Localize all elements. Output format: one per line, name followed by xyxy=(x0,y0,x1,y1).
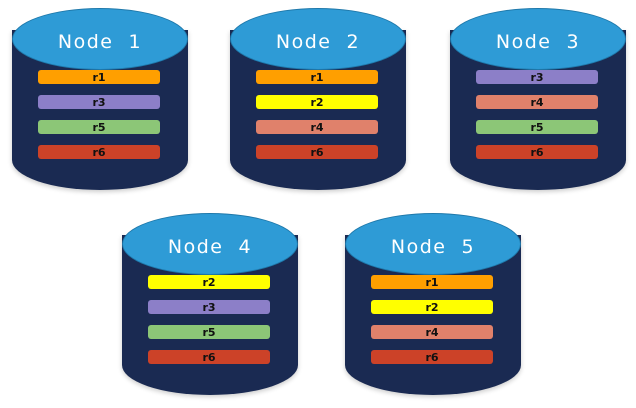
database-cylinder-icon xyxy=(12,8,188,70)
database-node-2[interactable]: Node 2 r1 r2 r4 r6 xyxy=(230,8,406,190)
node-label: Node 3 xyxy=(495,31,581,53)
node-label: Node 5 xyxy=(390,236,476,258)
replica-bar[interactable]: r6 xyxy=(38,145,160,159)
database-node-4[interactable]: Node 4 r2 r3 r5 r6 xyxy=(122,213,298,395)
replica-bar[interactable]: r6 xyxy=(476,145,598,159)
replica-bar[interactable]: r5 xyxy=(148,325,270,339)
replica-bar[interactable]: r3 xyxy=(148,300,270,314)
replica-stack: r3 r4 r5 r6 xyxy=(476,70,600,170)
node-label: Node 2 xyxy=(275,31,361,53)
replica-stack: r2 r3 r5 r6 xyxy=(148,275,272,375)
replica-bar[interactable]: r2 xyxy=(256,95,378,109)
node-label: Node 1 xyxy=(57,31,143,53)
replica-bar[interactable]: r4 xyxy=(371,325,493,339)
replica-bar[interactable]: r1 xyxy=(256,70,378,84)
replica-bar[interactable]: r2 xyxy=(148,275,270,289)
replica-bar[interactable]: r5 xyxy=(38,120,160,134)
replica-bar[interactable]: r4 xyxy=(476,95,598,109)
replica-bar[interactable]: r6 xyxy=(256,145,378,159)
database-cylinder-icon xyxy=(122,213,298,275)
replica-stack: r1 r3 r5 r6 xyxy=(38,70,162,170)
replica-stack: r1 r2 r4 r6 xyxy=(256,70,380,170)
replica-bar[interactable]: r3 xyxy=(38,95,160,109)
replica-bar[interactable]: r6 xyxy=(371,350,493,364)
replica-stack: r1 r2 r4 r6 xyxy=(371,275,495,375)
replica-bar[interactable]: r1 xyxy=(38,70,160,84)
replica-bar[interactable]: r1 xyxy=(371,275,493,289)
replica-bar[interactable]: r2 xyxy=(371,300,493,314)
replica-bar[interactable]: r4 xyxy=(256,120,378,134)
replica-bar[interactable]: r5 xyxy=(476,120,598,134)
database-node-1[interactable]: Node 1 r1 r3 r5 r6 xyxy=(12,8,188,190)
database-node-5[interactable]: Node 5 r1 r2 r4 r6 xyxy=(345,213,521,395)
database-cylinder-icon xyxy=(345,213,521,275)
replica-bar[interactable]: r3 xyxy=(476,70,598,84)
database-cylinder-icon xyxy=(450,8,626,70)
replica-bar[interactable]: r6 xyxy=(148,350,270,364)
database-node-3[interactable]: Node 3 r3 r4 r5 r6 xyxy=(450,8,626,190)
database-cylinder-icon xyxy=(230,8,406,70)
node-label: Node 4 xyxy=(167,236,253,258)
